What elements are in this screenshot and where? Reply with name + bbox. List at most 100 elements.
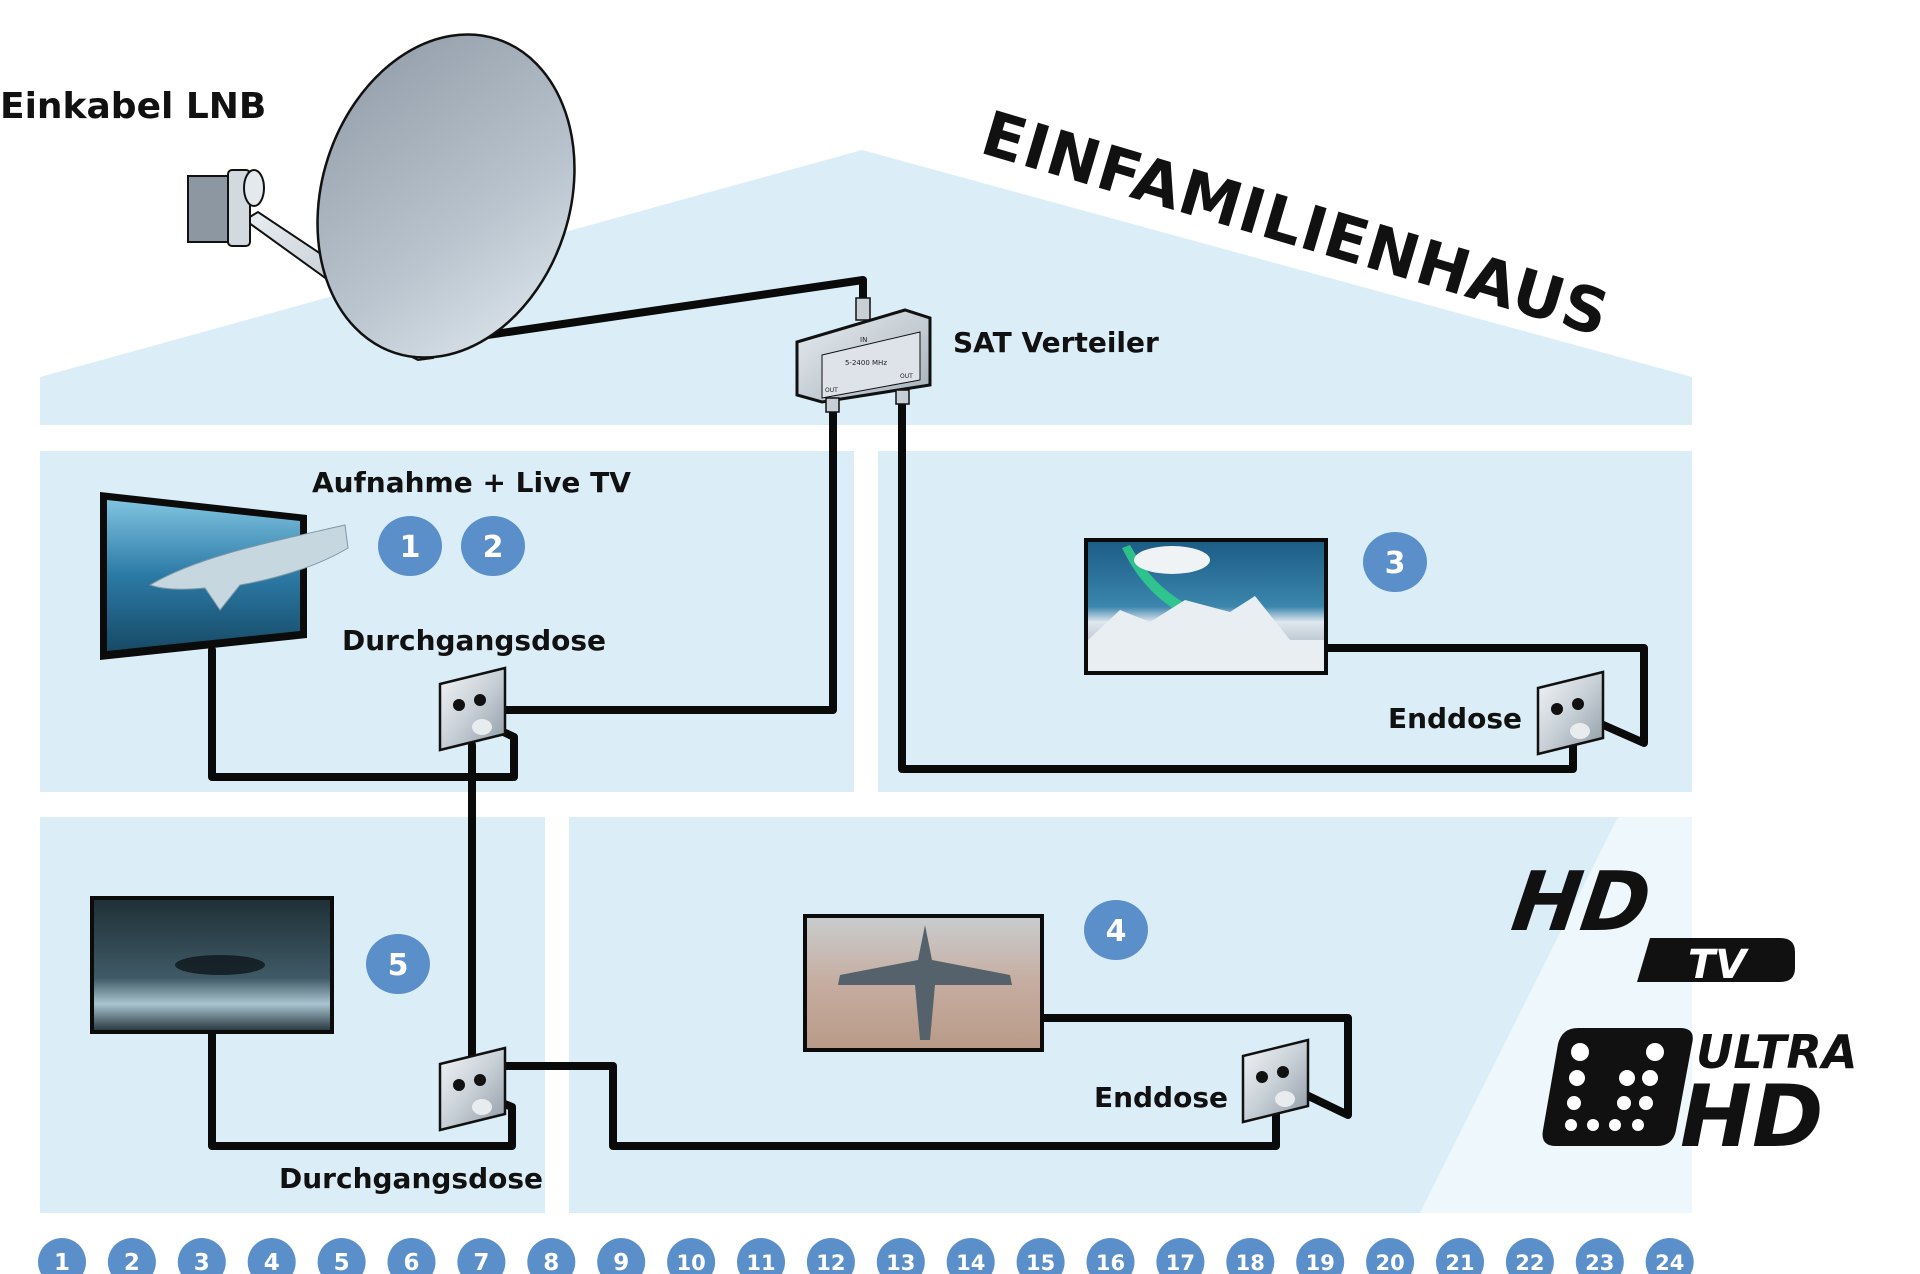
user-band-badge: 17 — [1156, 1238, 1205, 1274]
ultra-hd-logo-hd: HD — [1680, 1067, 1823, 1167]
user-band-circle — [1296, 1238, 1345, 1274]
user-band-badge: 18 — [1226, 1238, 1275, 1274]
user-band-badge: 1 — [38, 1238, 86, 1274]
user-band-circle — [38, 1238, 86, 1274]
user-band-circle — [876, 1238, 925, 1274]
cables — [208, 276, 1648, 1150]
user-band-label: 5 — [334, 1250, 350, 1274]
user-band-badge: 13 — [876, 1238, 925, 1274]
user-band-circle — [457, 1238, 506, 1274]
cable-tv4 — [1040, 1014, 1352, 1119]
user-band-label: 13 — [886, 1251, 915, 1274]
user-band-badge: 21 — [1436, 1238, 1484, 1274]
user-band-badge: 14 — [946, 1238, 995, 1274]
user-band-badge: 4 — [247, 1238, 296, 1274]
cable-tv5 — [208, 1030, 516, 1150]
satellite-dish-icon — [187, 33, 576, 362]
user-band-label: 3 — [194, 1250, 210, 1274]
user-band-label: 12 — [816, 1251, 845, 1274]
lnb-label: Einkabel LNB — [0, 86, 266, 127]
user-band-badge: 9 — [597, 1238, 646, 1274]
user-band-badge: 8 — [527, 1238, 576, 1274]
user-band-label: 1 — [54, 1250, 70, 1274]
user-band-label: 15 — [1026, 1251, 1055, 1274]
ultra-hd-logo: ULTRA HD — [1542, 1025, 1857, 1167]
user-band-circle — [806, 1238, 855, 1274]
user-band-badge: 7 — [457, 1238, 506, 1274]
user-band-label: 23 — [1585, 1251, 1614, 1274]
badge-tuner-3-label: 3 — [1385, 546, 1406, 581]
user-band-label: 24 — [1655, 1251, 1684, 1274]
user-band-circle — [527, 1238, 576, 1274]
user-band-badge: 24 — [1645, 1238, 1694, 1274]
user-band-circle — [1226, 1238, 1275, 1274]
shark-icon — [148, 524, 349, 611]
user-band-circle — [247, 1238, 296, 1274]
user-band-label: 2 — [124, 1250, 140, 1274]
tv-room5 — [90, 896, 334, 1034]
wall-socket-icon — [1241, 1038, 1310, 1124]
tv-room1 — [100, 492, 349, 660]
cable-tv1 — [208, 646, 518, 781]
user-band-label: 10 — [676, 1251, 705, 1274]
hdtv-logo-tv: TV — [1688, 942, 1749, 988]
user-band-label: 19 — [1306, 1251, 1335, 1274]
user-band-circle — [946, 1238, 995, 1274]
wall-socket-icon — [438, 666, 507, 752]
badge-tuner-1-label: 1 — [400, 530, 421, 565]
wall-socket-icon — [438, 1046, 507, 1132]
ultra-hd-logo-ultra: ULTRA — [1696, 1025, 1857, 1079]
dish-reflector — [316, 33, 576, 359]
user-band-circle — [177, 1238, 226, 1274]
user-band-circle — [107, 1238, 156, 1274]
user-band-label: 21 — [1445, 1251, 1474, 1274]
user-band-badge: 20 — [1366, 1238, 1415, 1274]
badge-tuner-5-label: 5 — [388, 948, 409, 983]
splitter-in-label: IN — [860, 336, 867, 344]
user-band-circle — [1645, 1238, 1694, 1274]
splitter-input-connector — [855, 297, 871, 321]
badge-tuner-2-label: 2 — [483, 530, 504, 565]
user-band-label: 9 — [613, 1250, 629, 1274]
user-band-circle — [667, 1238, 716, 1274]
user-band-badge: 19 — [1296, 1238, 1345, 1274]
user-band-label: 22 — [1515, 1251, 1544, 1274]
user-band-label: 4 — [264, 1250, 280, 1274]
tv-room4 — [803, 914, 1044, 1052]
mountains-icon — [1088, 596, 1324, 671]
tv-room3 — [1084, 538, 1328, 675]
user-band-badge: 10 — [667, 1238, 716, 1274]
splitter-label: SAT Verteiler — [953, 326, 1159, 359]
user-band-label: 17 — [1166, 1251, 1195, 1274]
user-band-label: 20 — [1375, 1251, 1404, 1274]
splitter-frequency-label: 5-2400 MHz — [845, 359, 887, 367]
cable-splitter-to-room1 — [501, 398, 837, 714]
socket-through-1-label: Durchgangsdose — [342, 624, 606, 657]
figure-icon — [175, 955, 265, 975]
user-band-circle — [1086, 1238, 1135, 1274]
badge-tuner-5: 5 — [366, 934, 430, 994]
user-band-circle — [1016, 1238, 1065, 1274]
user-band-label: 11 — [746, 1251, 775, 1274]
splitter-out-left-connector — [825, 397, 840, 413]
hdtv-logo-hd: HD — [1507, 855, 1657, 950]
cable-room5-to-room4 — [501, 1062, 1280, 1150]
user-band-circle — [1366, 1238, 1415, 1274]
splitter-out-left-label: OUT — [825, 387, 838, 394]
user-band-label: 14 — [956, 1251, 985, 1274]
badge-tuner-3: 3 — [1363, 532, 1427, 592]
hdtv-logo: HD TV — [1507, 855, 1795, 988]
user-band-circle — [1436, 1238, 1484, 1274]
user-band-circle — [317, 1238, 366, 1274]
user-band-circle — [597, 1238, 646, 1274]
socket-end-3-label: Enddose — [1388, 702, 1522, 735]
cable-splitter-to-room3 — [898, 398, 1577, 773]
user-band-badge: 11 — [737, 1238, 785, 1274]
user-band-label: 6 — [403, 1250, 419, 1274]
lnb-icon — [187, 169, 265, 247]
badge-tuner-4-label: 4 — [1106, 914, 1127, 949]
wall-socket-icon — [1536, 670, 1605, 756]
room1-feature-label: Aufnahme + Live TV — [312, 466, 631, 499]
user-band-badge: 5 — [317, 1238, 366, 1274]
